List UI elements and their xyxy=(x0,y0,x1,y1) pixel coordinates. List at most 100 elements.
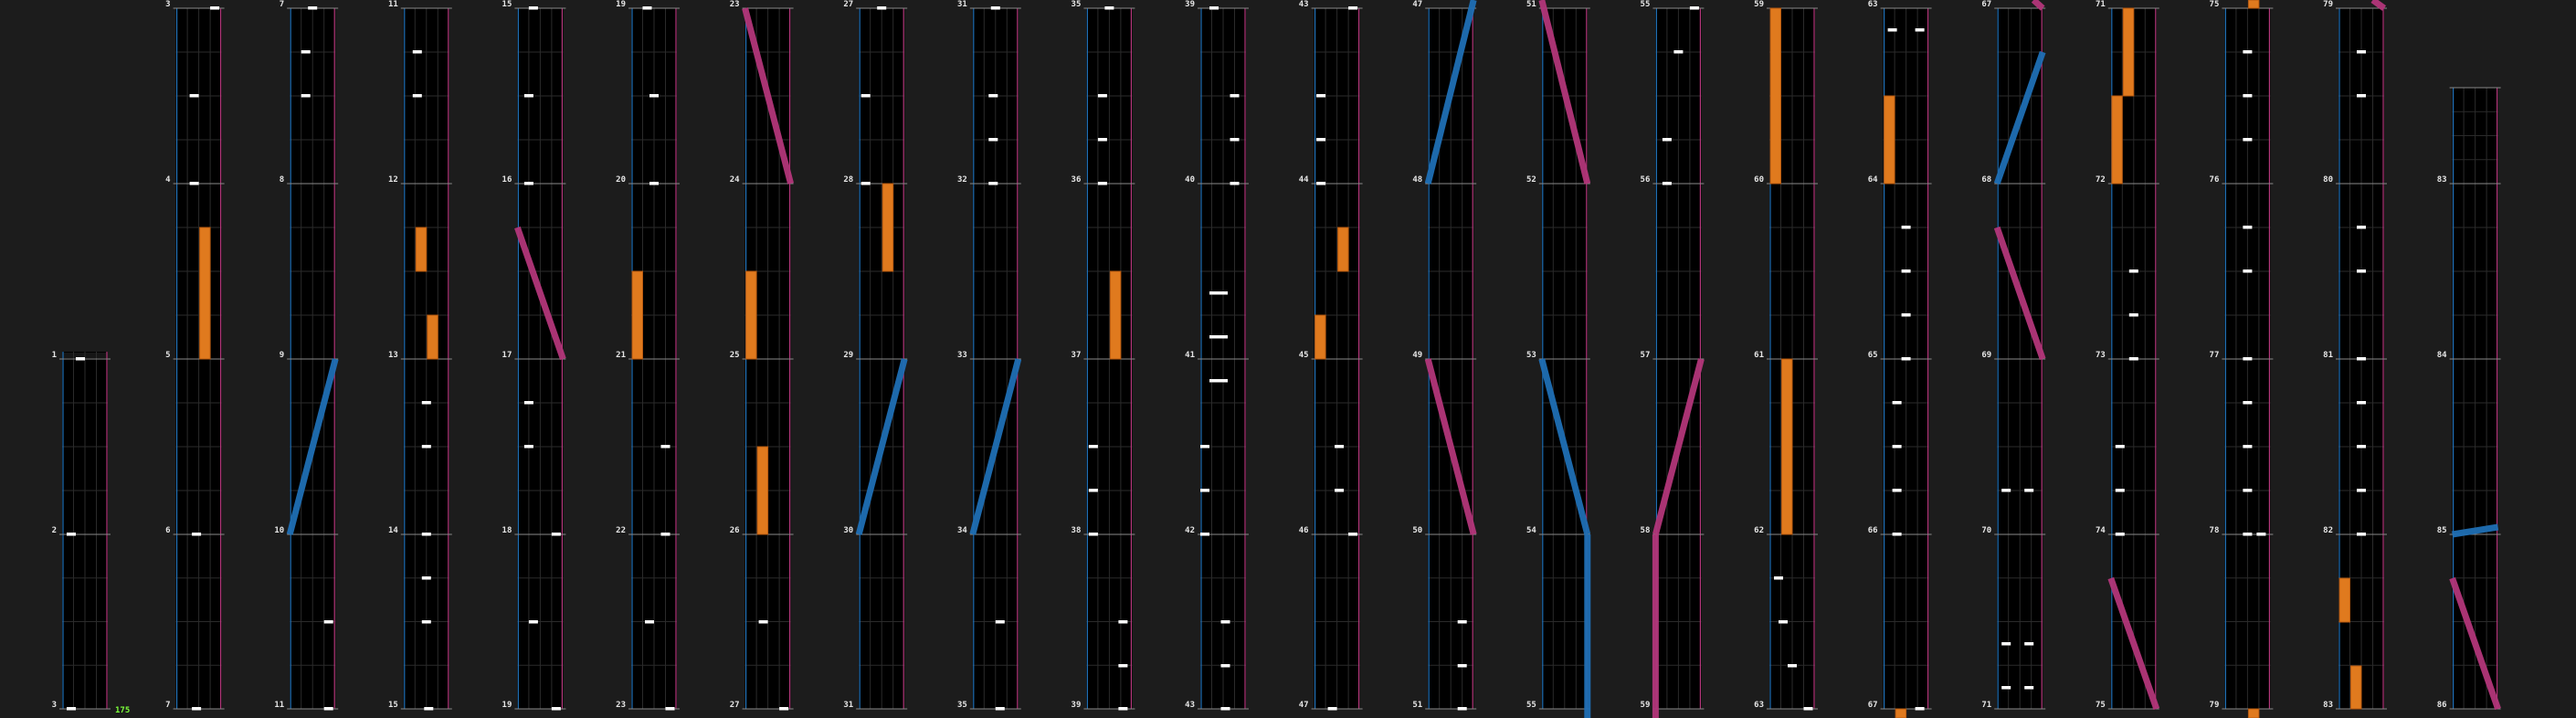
tap-note xyxy=(1118,707,1128,711)
tap-note xyxy=(758,620,768,624)
measure-number-label: 12 xyxy=(388,175,398,185)
tap-note xyxy=(1209,6,1219,10)
measure-number-label: 71 xyxy=(2096,0,2106,9)
tap-note xyxy=(1316,182,1326,185)
tap-note xyxy=(995,620,1005,624)
tap-note xyxy=(1097,94,1107,98)
tap-note xyxy=(1230,182,1240,185)
tap-note xyxy=(2024,642,2034,646)
measure-number-label: 23 xyxy=(616,701,626,710)
hold-note xyxy=(2247,708,2260,718)
tap-note xyxy=(642,6,652,10)
tap-note xyxy=(1689,6,1699,10)
tap-note xyxy=(1892,489,1902,492)
tap-note xyxy=(1901,313,1911,317)
slide-note-left xyxy=(1538,358,1591,535)
measure-number-label: 37 xyxy=(1072,351,1082,360)
measure-number-label: 58 xyxy=(1641,526,1651,535)
measure-number-label: 33 xyxy=(957,351,967,360)
tap-note xyxy=(1200,489,1209,492)
measure-number-label: 74 xyxy=(2096,526,2106,535)
tap-note xyxy=(2256,533,2266,536)
tap-note xyxy=(1220,664,1230,668)
measure-number-label: 55 xyxy=(1641,0,1651,9)
tap-note xyxy=(2243,533,2253,536)
measure-number-label: 78 xyxy=(2210,526,2220,535)
slide-note-right xyxy=(2107,576,2160,711)
tap-note xyxy=(1673,50,1684,54)
tap-note xyxy=(551,707,561,711)
measure-number-label: 3 xyxy=(165,0,170,9)
measure-number-label: 1 xyxy=(52,351,57,360)
tap-note xyxy=(2243,489,2253,492)
measure-number-label: 55 xyxy=(1526,701,1536,710)
measure-number-label: 3 xyxy=(52,701,57,710)
measure-number-label: 14 xyxy=(388,526,398,535)
tap-note xyxy=(2357,269,2366,273)
measure-number-label: 39 xyxy=(1185,0,1195,9)
measure-number-label: 85 xyxy=(2437,526,2447,535)
slide-note-right xyxy=(1424,358,1477,535)
slide-note-left xyxy=(1993,50,2046,185)
tap-note xyxy=(660,445,670,449)
tap-note xyxy=(1788,664,1797,668)
tap-note xyxy=(649,94,659,98)
tap-note xyxy=(67,707,76,711)
tap-note xyxy=(1335,489,1345,492)
measure-number-label: 19 xyxy=(502,701,512,710)
measure-number-label: 2 xyxy=(52,526,57,535)
tap-note xyxy=(860,94,871,98)
tap-note xyxy=(2357,533,2366,536)
hold-note xyxy=(1895,708,1907,718)
tap-note xyxy=(2243,138,2253,142)
measure-number-label: 53 xyxy=(1526,351,1536,360)
tap-note xyxy=(421,533,431,536)
measure-number-label: 27 xyxy=(843,0,853,9)
measure-number-label: 69 xyxy=(1981,351,1991,360)
measure-number-label: 71 xyxy=(1981,701,1991,710)
measure-number-label: 51 xyxy=(1526,0,1536,9)
measure-number-label: 43 xyxy=(1299,0,1309,9)
measure-number-label: 47 xyxy=(1412,0,1422,9)
tap-note xyxy=(2128,313,2138,317)
tap-note xyxy=(2357,50,2366,54)
tap-note xyxy=(523,94,533,98)
tap-note xyxy=(301,50,311,54)
tap-note xyxy=(2243,401,2253,405)
tap-note xyxy=(421,401,431,405)
measure-number-label: 43 xyxy=(1185,701,1195,710)
measure-number-label: 34 xyxy=(957,526,967,535)
tap-note xyxy=(2357,445,2366,449)
bpm-label: 175 xyxy=(115,706,130,715)
tap-note xyxy=(1901,226,1911,229)
tap-note xyxy=(1887,28,1897,32)
tap-note xyxy=(860,182,871,185)
measure-number-label: 13 xyxy=(388,351,398,360)
tap-note xyxy=(1901,357,1911,361)
measure-number-label: 19 xyxy=(616,0,626,9)
tap-note xyxy=(1118,664,1128,668)
measure-number-label: 47 xyxy=(1299,701,1309,710)
tap-note xyxy=(1335,445,1345,449)
measure-number-label: 77 xyxy=(2210,351,2220,360)
hold-note xyxy=(415,227,428,272)
measure-number-label: 79 xyxy=(2210,701,2220,710)
measure-number-label: 59 xyxy=(1754,0,1764,9)
tap-note xyxy=(1219,291,1228,295)
hold-note xyxy=(882,183,894,272)
tap-note xyxy=(1088,445,1098,449)
measure-number-label: 75 xyxy=(2210,0,2220,9)
tap-note xyxy=(2357,357,2366,361)
tap-note xyxy=(1219,335,1228,339)
tap-note xyxy=(665,707,675,711)
measure-number-label: 84 xyxy=(2437,351,2447,360)
slide-note-right xyxy=(1538,0,1591,185)
tap-note xyxy=(424,707,434,711)
measure-number-label: 49 xyxy=(1412,351,1422,360)
slide-note-right xyxy=(2449,576,2501,711)
measure-number-label: 5 xyxy=(165,351,170,360)
tap-note xyxy=(528,620,538,624)
slide-note-left xyxy=(286,358,339,535)
tap-note xyxy=(1209,291,1219,295)
tap-note xyxy=(2243,357,2253,361)
